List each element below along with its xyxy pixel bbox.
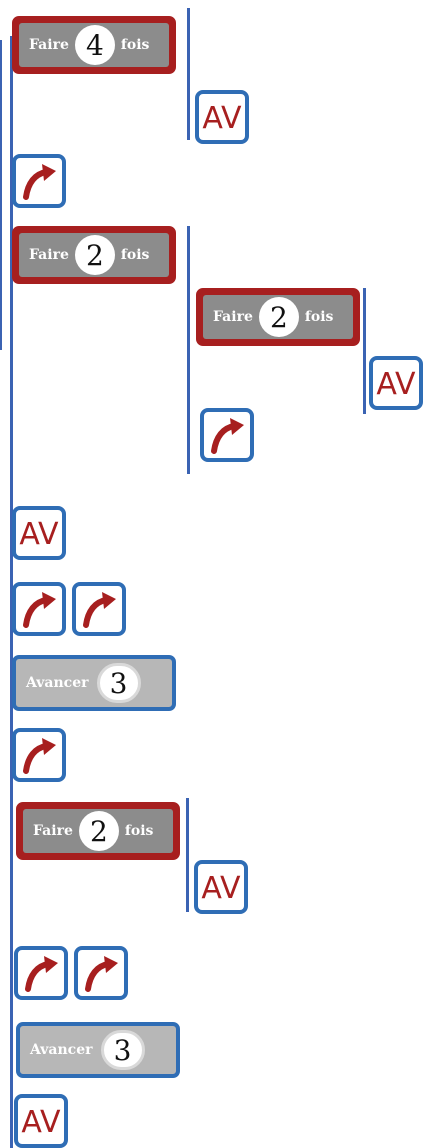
repeat-block-body: Faire 2 fois — [23, 809, 173, 853]
curved-arrow-icon — [211, 418, 244, 454]
av-text-icon: AV — [376, 367, 416, 402]
curved-arrow-icon — [23, 592, 56, 628]
forward-block-1[interactable]: AV — [195, 90, 249, 144]
turn-block-4[interactable] — [72, 582, 126, 636]
repeat-block-3[interactable]: Faire 2 fois — [196, 288, 360, 346]
forward-block-3[interactable]: AV — [12, 506, 66, 560]
repeat-word: Faire — [29, 37, 69, 53]
repeat-block-body: Faire 2 fois — [19, 233, 169, 277]
repeat-block-4[interactable]: Faire 2 fois — [16, 802, 180, 860]
turn-block-5[interactable] — [12, 728, 66, 782]
times-word: fois — [120, 37, 150, 53]
main-program-line — [10, 36, 13, 1148]
av-text-icon: AV — [201, 871, 241, 906]
av-text-icon: AV — [19, 517, 59, 552]
times-word: fois — [304, 309, 334, 325]
advance-word: Avancer — [30, 1042, 93, 1058]
forward-block-5[interactable]: AV — [14, 1094, 68, 1148]
advance-block-1[interactable]: Avancer 3 — [12, 655, 176, 711]
forward-label: AV — [21, 1105, 61, 1140]
turn-block-6[interactable] — [14, 946, 68, 1000]
forward-block-2[interactable]: AV — [369, 356, 423, 410]
forward-label: AV — [201, 871, 241, 906]
repeat-2-line — [187, 226, 190, 474]
curved-arrow-icon — [23, 164, 56, 200]
repeat-block-body: Faire 2 fois — [203, 295, 353, 339]
repeat-count[interactable]: 2 — [258, 297, 299, 337]
advance-count[interactable]: 3 — [100, 1030, 145, 1070]
turn-block-7[interactable] — [74, 946, 128, 1000]
repeat-count[interactable]: 2 — [74, 235, 115, 275]
forward-label: AV — [19, 517, 59, 552]
advance-count[interactable]: 3 — [96, 663, 141, 703]
repeat-1-line — [187, 8, 190, 140]
curved-arrow-icon — [23, 738, 56, 774]
turn-block-2[interactable] — [200, 408, 254, 462]
advance-block-2[interactable]: Avancer 3 — [16, 1022, 180, 1078]
repeat-count[interactable]: 2 — [78, 811, 119, 851]
forward-label: AV — [376, 367, 416, 402]
forward-label: AV — [202, 101, 242, 136]
forward-block-4[interactable]: AV — [194, 860, 248, 914]
av-text-icon: AV — [202, 101, 242, 136]
repeat-word: Faire — [213, 309, 253, 325]
repeat-block-1[interactable]: Faire 4 fois — [12, 16, 176, 74]
curved-arrow-icon — [85, 956, 118, 992]
repeat-3-line — [363, 288, 366, 414]
repeat-word: Faire — [29, 247, 69, 263]
times-word: fois — [120, 247, 150, 263]
repeat-word: Faire — [33, 823, 73, 839]
curved-arrow-icon — [83, 592, 116, 628]
advance-word: Avancer — [26, 675, 89, 691]
repeat-block-2[interactable]: Faire 2 fois — [12, 226, 176, 284]
repeat-count[interactable]: 4 — [74, 25, 115, 65]
repeat-4-line — [186, 798, 189, 912]
av-text-icon: AV — [21, 1105, 61, 1140]
repeat-block-body: Faire 4 fois — [19, 23, 169, 67]
turn-block-1[interactable] — [12, 154, 66, 208]
curved-arrow-icon — [25, 956, 58, 992]
outer-edge-line — [0, 40, 2, 350]
turn-block-3[interactable] — [12, 582, 66, 636]
times-word: fois — [124, 823, 154, 839]
